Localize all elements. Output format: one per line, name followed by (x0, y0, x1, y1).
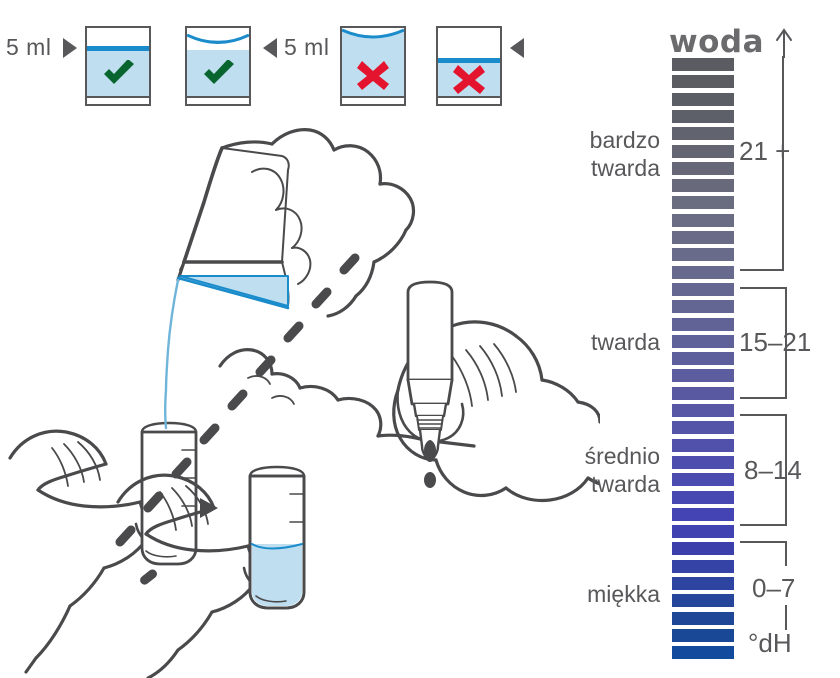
bracket-hard-vline (785, 287, 787, 399)
scale-bar-7 (672, 161, 734, 175)
glass-1-water-line (87, 46, 149, 51)
band-label-very-hard-line2: twarda (590, 155, 660, 181)
hardness-color-scale (672, 58, 734, 662)
bracket-very-hard-vline (782, 56, 784, 270)
band-label-very-hard-line1: bardzo (589, 127, 660, 153)
scale-bar-24 (672, 455, 734, 469)
glass-3-base (340, 96, 406, 106)
scale-bar-19 (672, 369, 734, 383)
droplet-icon (424, 472, 436, 488)
dropper-tip (424, 440, 436, 462)
glass-4-water-line (438, 58, 500, 63)
cross-mark-icon (356, 60, 390, 90)
glass-3 (340, 26, 406, 106)
cross-mark-icon (452, 64, 486, 94)
arrow-right-icon-1 (63, 38, 77, 58)
scale-bar-29 (672, 542, 734, 556)
scale-bar-2 (672, 75, 734, 89)
dashed-divider (140, 569, 157, 585)
scale-bar-31 (672, 577, 734, 590)
band-label-medium-line2: twarda (590, 471, 660, 497)
scale-bar-11 (672, 231, 734, 244)
bracket-soft-vline-2 (785, 605, 787, 630)
scale-bar-18 (672, 352, 734, 366)
scale-bar-4 (672, 109, 734, 123)
bracket-soft-tick-top (740, 541, 786, 543)
scale-up-arrow-icon (776, 28, 792, 58)
bracket-medium-vline (785, 414, 787, 526)
scale-bar-30 (672, 559, 734, 573)
band-label-very-hard: bardzo twarda (520, 126, 660, 182)
scale-bar-14 (672, 282, 734, 296)
volume-label-middle: 5 ml (284, 34, 330, 60)
glass-4-base (436, 96, 502, 106)
check-mark-icon (101, 60, 137, 88)
scale-bar-22 (672, 421, 734, 435)
scale-bar-34 (672, 628, 734, 642)
volume-label-left: 5 ml (6, 34, 52, 60)
scale-bar-9 (672, 196, 734, 210)
bracket-medium-tick-top (740, 414, 786, 416)
scale-bar-20 (672, 386, 734, 400)
scale-bar-28 (672, 525, 734, 539)
fill-level-examples: 5 ml (0, 0, 560, 120)
scale-bar-6 (672, 144, 734, 158)
arrow-left-icon-1 (263, 38, 277, 58)
scale-bar-15 (672, 300, 734, 314)
scale-bar-21 (672, 404, 734, 417)
glass-1-base (85, 96, 151, 106)
glass-3-meniscus (342, 28, 404, 46)
scale-bar-10 (672, 213, 734, 227)
scale-bar-25 (672, 473, 734, 487)
scale-bar-32 (672, 594, 734, 608)
bracket-medium-tick-bottom (740, 524, 786, 526)
scale-bar-35 (672, 646, 734, 660)
glass-2-base (185, 96, 251, 106)
band-range-soft: 0–7 (752, 573, 796, 603)
illustration-svg (8, 128, 600, 678)
band-label-soft-line1: miękka (587, 581, 660, 607)
glass-1 (85, 26, 151, 106)
band-range-very-hard: 21 + (739, 136, 791, 166)
scale-bar-1 (672, 58, 734, 71)
scale-bar-13 (672, 265, 734, 279)
glass-2 (185, 26, 251, 106)
dashed-divider-line (115, 253, 360, 547)
band-range-hard: 15–21 (739, 327, 812, 357)
scale-unit-label: °dH (748, 628, 792, 658)
bracket-soft-vline (785, 541, 787, 566)
scale-bar-16 (672, 317, 734, 331)
band-label-medium: średnio twarda (520, 442, 660, 498)
scale-bar-27 (672, 507, 734, 521)
scale-bar-3 (672, 92, 734, 106)
glass-2-meniscus (187, 34, 249, 50)
scale-bar-17 (672, 334, 734, 348)
band-label-soft: miękka (520, 580, 660, 608)
scale-bar-26 (672, 490, 734, 504)
scale-title: woda (669, 24, 765, 60)
band-label-hard: twarda (520, 328, 660, 356)
glass-3-water (342, 36, 404, 96)
bracket-very-hard-tick (740, 269, 784, 271)
scale-bar-23 (672, 438, 734, 452)
procedure-illustration (0, 110, 600, 678)
arrow-left-icon-2 (510, 38, 524, 58)
check-mark-icon (201, 60, 237, 88)
glass-4 (436, 26, 502, 106)
band-range-medium: 8–14 (744, 455, 802, 485)
band-label-medium-line1: średnio (584, 443, 660, 469)
scale-bar-5 (672, 127, 734, 141)
scale-bar-12 (672, 248, 734, 262)
scale-bar-8 (672, 179, 734, 193)
bracket-hard-tick-top (740, 287, 786, 289)
band-label-hard-line1: twarda (590, 329, 660, 355)
bracket-hard-tick-bottom (740, 397, 786, 399)
scale-bar-33 (672, 611, 734, 625)
